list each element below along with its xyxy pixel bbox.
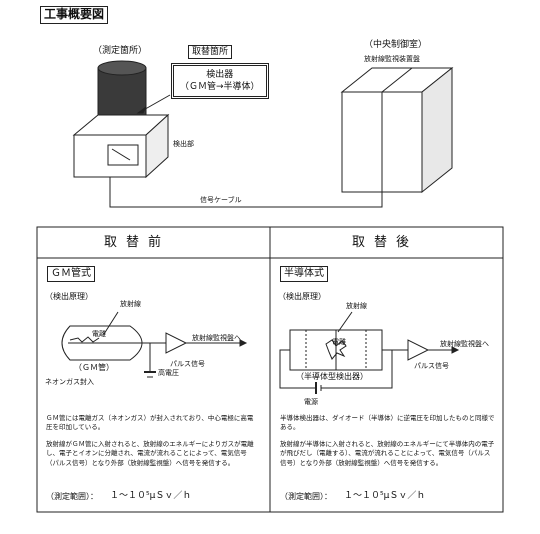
power-label: 電源 xyxy=(304,398,318,406)
after-pulse-label: パルス信号 xyxy=(414,362,449,370)
after-para-1: 半導体検出器は、ダイオード（半導体）に逆電圧を印加したものと同様である。 xyxy=(280,414,495,432)
after-ionize: 電離 xyxy=(332,338,346,346)
detector-label: 検出器 xyxy=(206,70,234,80)
detector-unit-label: 検出部 xyxy=(173,140,194,148)
after-type-box: 半導体式 xyxy=(280,266,328,282)
before-ionize: 電離 xyxy=(92,330,106,338)
neon-label: ネオンガス封入 xyxy=(45,378,94,386)
hv-label: 高電圧 xyxy=(158,369,179,377)
monitor-panel-label: 放射線監視装置盤 xyxy=(364,55,420,63)
radiation-arrow xyxy=(103,311,119,335)
semiconductor-label: （半導体型検出器） xyxy=(296,372,368,381)
before-pulse-label: パルス信号 xyxy=(170,360,205,368)
cable-label: 信号ケーブル xyxy=(200,196,242,204)
replace-place-label: 取替箇所 xyxy=(188,45,233,60)
before-para-2: 放射線がＧＭ管に入射されると、放射線のエネルギーによりガスが電離し、電子とイオン… xyxy=(46,440,254,467)
before-type-box: ＧＭ管式 xyxy=(47,266,95,282)
gm-tube xyxy=(61,325,150,361)
before-heading: 取替前 xyxy=(104,235,171,250)
detector-cylinder xyxy=(97,60,147,121)
detector-unit-box xyxy=(72,113,170,179)
detector-callout: 検出器 （ＧＭ管→半導体） xyxy=(171,63,269,100)
gm-tube-label: （ＧＭ管） xyxy=(74,363,114,372)
before-radiation: 放射線 xyxy=(120,300,141,308)
before-range-label: （測定範囲）： xyxy=(46,492,98,501)
amplifier-after xyxy=(407,339,430,361)
after-range-label: （測定範囲）： xyxy=(280,492,332,501)
signal-cable xyxy=(109,177,383,208)
after-radiation: 放射線 xyxy=(346,302,367,310)
before-range-value: １〜１０⁵μＳｖ／ｈ xyxy=(110,491,192,501)
after-range-value: １〜１０⁵μＳｖ／ｈ xyxy=(344,491,426,501)
after-para-2: 放射線が半導体に入射されると、放射線のエネルギーにて半導体内の電子が飛びだし（電… xyxy=(280,440,495,467)
measure-place-label: （測定箇所） xyxy=(93,46,148,56)
central-room-label: （中央制御室） xyxy=(364,40,428,50)
page-title: 工事概要図 xyxy=(40,6,109,24)
before-principle: （検出原理） xyxy=(45,292,93,301)
before-to-monitor: 放射線監視盤へ xyxy=(192,334,241,342)
amplifier-before xyxy=(165,332,188,354)
detector-change-label: （ＧＭ管→半導体） xyxy=(180,82,260,93)
before-para-1: ＧＭ管には電離ガス（ネオンガス）が封入されており、中心電極に高電圧を印加している… xyxy=(46,414,254,432)
ionize-burst xyxy=(69,336,100,343)
radiation-arrow-after xyxy=(337,311,353,333)
semiconductor-detector xyxy=(289,329,383,371)
after-heading: 取替後 xyxy=(352,235,419,250)
monitor-panel xyxy=(340,66,454,194)
after-principle: （検出原理） xyxy=(278,292,326,301)
after-to-monitor: 放射線監視盤へ xyxy=(440,340,489,348)
